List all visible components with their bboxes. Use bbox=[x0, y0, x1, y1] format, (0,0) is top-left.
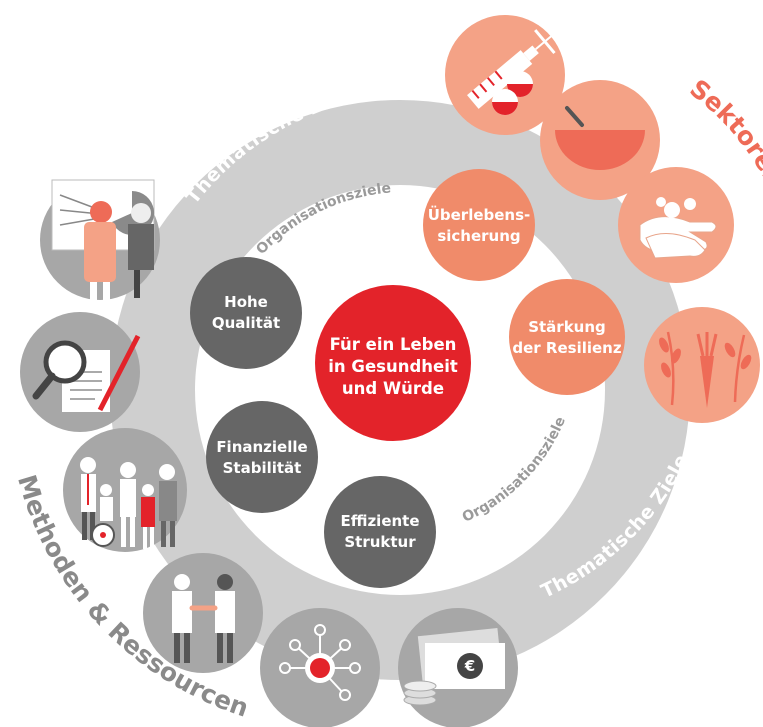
hohe-qualitaet-line-1: Hohe bbox=[224, 293, 268, 311]
network-icon bbox=[260, 608, 380, 727]
center-goal: Für ein Leben in Gesundheit und Würde bbox=[315, 285, 471, 441]
effiziente-struktur-line-2: Struktur bbox=[344, 533, 416, 551]
finanzielle-stabilitaet-line-2: Stabilität bbox=[223, 459, 302, 477]
finanzielle-stabilitaet-line-1: Finanzielle bbox=[216, 438, 307, 456]
center-line-1: Für ein Leben bbox=[330, 335, 457, 354]
thematic-node-staerkung-resilienz: Stärkung der Resilienz bbox=[509, 279, 625, 395]
staerkung-resilienz-line-2: der Resilienz bbox=[512, 339, 621, 357]
ueberlebenssicherung-line-1: Überlebens- bbox=[428, 205, 531, 224]
ueberlebenssicherung-line-2: sicherung bbox=[437, 227, 520, 245]
effiziente-struktur-line-1: Effiziente bbox=[340, 512, 419, 530]
document-magnifier-icon bbox=[20, 312, 141, 432]
org-node-effiziente-struktur: Effiziente Struktur bbox=[324, 476, 436, 588]
hohe-qualitaet-line-2: Qualität bbox=[212, 314, 280, 332]
crops-carrot-icon bbox=[644, 307, 760, 423]
people-group-icon bbox=[63, 428, 187, 552]
staerkung-resilienz-line-1: Stärkung bbox=[528, 318, 606, 336]
org-node-finanzielle-stabilitaet: Finanzielle Stabilität bbox=[206, 401, 318, 513]
presentation-icon bbox=[40, 179, 160, 315]
thematic-node-ueberlebenssicherung: Überlebens- sicherung bbox=[423, 169, 535, 281]
euro-symbol: € bbox=[464, 657, 475, 675]
center-line-2: in Gesundheit bbox=[328, 357, 458, 376]
money-euro-icon: € bbox=[398, 608, 518, 727]
handshake-icon bbox=[143, 553, 263, 673]
org-node-hohe-qualitaet: Hohe Qualität bbox=[190, 257, 302, 369]
center-line-3: und Würde bbox=[342, 379, 444, 398]
hand-washing-icon bbox=[618, 167, 734, 283]
syringe-pill-icon bbox=[445, 15, 565, 135]
food-bowl-icon bbox=[540, 80, 660, 200]
